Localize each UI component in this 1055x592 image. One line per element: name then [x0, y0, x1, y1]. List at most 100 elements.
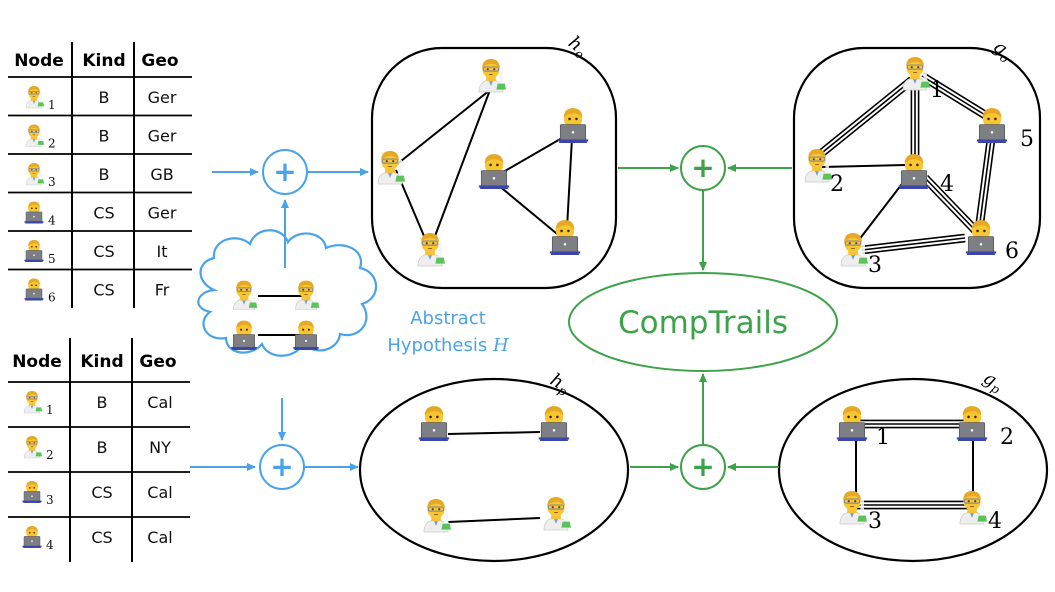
node-index: 1	[48, 98, 56, 112]
geo-cell: It	[157, 242, 168, 261]
node-label: 4	[988, 509, 1002, 534]
node-index: 1	[46, 403, 54, 417]
weighted-edge	[910, 82, 920, 160]
weighted-edge	[815, 76, 915, 160]
combine-operator-projected	[680, 444, 726, 490]
scientist-icon	[25, 162, 45, 186]
node-index: 4	[48, 214, 56, 228]
column-header-geo: Geo	[139, 352, 176, 372]
scientist-icon	[25, 124, 45, 147]
weighted-edge	[854, 500, 972, 510]
node-label: 1	[876, 425, 890, 450]
plus-icon: +	[691, 151, 714, 184]
geo-cell: Cal	[147, 483, 172, 502]
graph-edge	[854, 179, 906, 246]
hypothesis-label-line2: Hypothesis H	[387, 335, 509, 356]
graph-edge	[395, 89, 491, 166]
column-header-kind: Kind	[80, 352, 123, 372]
kind-cell: CS	[91, 483, 112, 502]
node-index: 5	[48, 252, 56, 266]
technologist-icon	[23, 239, 45, 263]
column-header-kind: Kind	[82, 51, 125, 71]
combine-operator-top	[262, 149, 308, 195]
technologist-icon	[23, 201, 45, 224]
graph-h-p-frame	[358, 377, 630, 563]
column-header-node: Node	[14, 51, 64, 71]
weighted-edge	[852, 419, 972, 429]
comptrails-flow: + CompTrails +	[568, 145, 838, 490]
graph-g-p: gp 1 2 3 4	[777, 367, 1049, 563]
graph-edge	[566, 137, 573, 229]
node-label: 3	[868, 253, 882, 278]
geo-cell: Fr	[155, 281, 170, 300]
comptrails-label: CompTrails	[618, 305, 788, 341]
geo-cell: Cal	[147, 528, 172, 547]
plus-icon: +	[273, 155, 296, 188]
comptrails-node	[568, 272, 838, 372]
weighted-edge	[975, 131, 997, 223]
hypothesis-cloud	[197, 229, 378, 357]
table-row: 2 B Ger	[25, 124, 177, 151]
scientist-icon	[23, 390, 43, 414]
kind-cell: B	[99, 88, 110, 107]
graph-g-p-frame	[777, 377, 1049, 563]
graph-edge	[821, 164, 907, 168]
graph-h-o: ho	[370, 32, 618, 290]
kind-cell: B	[97, 393, 108, 412]
column-header-geo: Geo	[141, 51, 178, 71]
hypothesis-label-text: Hypothesis	[387, 335, 493, 356]
node-index: 4	[46, 538, 54, 552]
hypothesis-symbol: H	[492, 335, 509, 356]
graph-g-o: go 1 2 3 4 5 6	[792, 36, 1042, 290]
column-header-node: Node	[12, 352, 62, 372]
node-index: 2	[48, 137, 56, 151]
combine-operator-observed	[680, 145, 726, 191]
geo-cell: Ger	[148, 204, 177, 223]
kind-cell: CS	[93, 204, 114, 223]
plus-icon: +	[691, 450, 714, 483]
graph-h-p: hp	[358, 369, 630, 563]
graph-edge	[447, 517, 541, 523]
table-row: 3 CS Cal	[21, 480, 173, 507]
kind-cell: B	[97, 438, 108, 457]
node-index: 3	[48, 175, 56, 189]
graph-edge	[431, 89, 491, 245]
scientist-icon	[23, 435, 43, 459]
geo-cell: Ger	[148, 88, 177, 107]
kind-cell: B	[99, 165, 110, 184]
graph-edge	[497, 137, 563, 176]
scientist-icon	[25, 85, 45, 109]
graph-edge	[497, 184, 563, 239]
node-label: 4	[940, 172, 954, 197]
table-row: 3 B GB	[25, 162, 174, 189]
node-index: 6	[48, 291, 56, 305]
table-row: 2 B NY	[23, 435, 171, 462]
weighted-edge	[919, 72, 993, 122]
hypothesis-flow: Abstract Hypothesis H + +	[190, 149, 509, 490]
table-row: 4 CS Ger	[23, 201, 177, 228]
hypothesis-label-line1: Abstract	[410, 308, 486, 329]
node-label: 2	[830, 172, 844, 197]
kind-cell: B	[99, 127, 110, 146]
table-row: 6 CS Fr	[23, 278, 170, 305]
table-row: 4 CS Cal	[21, 525, 173, 552]
node-label: 2	[1000, 425, 1014, 450]
geo-cell: NY	[149, 438, 171, 457]
kind-cell: CS	[93, 281, 114, 300]
geo-cell: Ger	[148, 127, 177, 146]
plus-icon: +	[270, 450, 293, 483]
technologist-icon	[23, 278, 45, 301]
kind-cell: CS	[91, 528, 112, 547]
weighted-edge	[921, 174, 979, 234]
node-label: 1	[930, 78, 944, 103]
node-index: 2	[46, 448, 54, 462]
node-label: 3	[868, 509, 882, 534]
technologist-icon	[21, 480, 43, 504]
geo-cell: GB	[150, 165, 173, 184]
node-index: 3	[46, 493, 54, 507]
graph-edge	[447, 431, 541, 435]
kind-cell: CS	[93, 242, 114, 261]
